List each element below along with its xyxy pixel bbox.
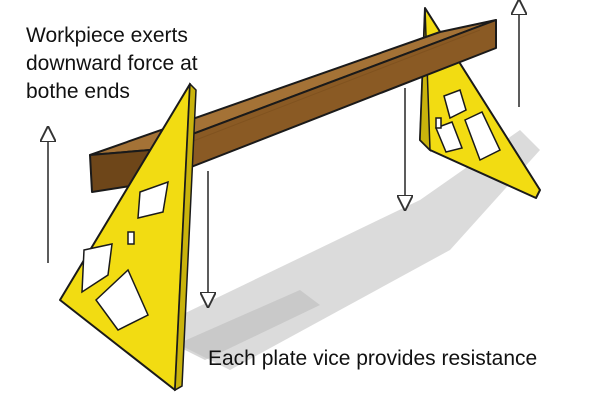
left-plate-cutouts [81, 180, 169, 331]
caption-downward-force: Workpiece exerts downward force at bothe… [26, 22, 198, 106]
caption-line-3: bothe ends [26, 80, 130, 103]
left-plate-vice [59, 82, 197, 392]
right-plate-cutouts [435, 89, 501, 162]
floor-shadow [150, 130, 540, 370]
force-arrows [48, 7, 519, 300]
caption-resistance: Each plate vice provides resistance [208, 347, 538, 370]
caption-line-2: downward force at [26, 52, 198, 75]
caption-line-1: Workpiece exerts [26, 24, 188, 47]
